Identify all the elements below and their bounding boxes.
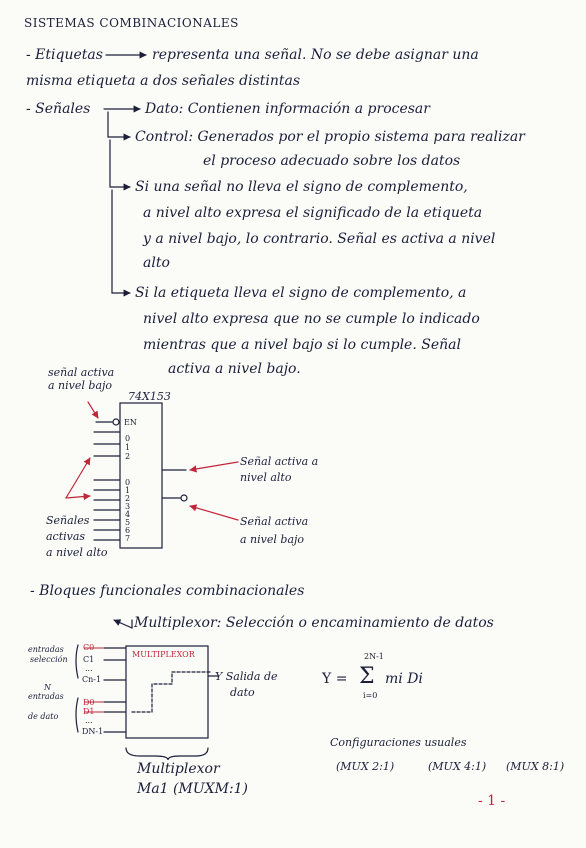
left-senales-1: Señales (46, 514, 90, 527)
pin-bottom-7: 7 (125, 534, 131, 543)
senales-control-1: Control: Generados por el propio sistema… (135, 129, 525, 145)
right-activa-bajo-1: Señal activa (240, 515, 309, 528)
block-title: MULTIPLEXOR (132, 650, 195, 659)
pin-c1: C1 (83, 655, 95, 664)
pin-bottom-6: 6 (125, 526, 131, 535)
pin-c-dots: ... (85, 664, 93, 673)
arrow-salida-alto (189, 461, 239, 473)
right-activa-bajo-2: a nivel bajo (240, 533, 305, 546)
config-item-2: (MUX 4:1) (428, 760, 487, 773)
arrow-activa-bajo (111, 189, 131, 297)
label-activa-bajo-2: a nivel bajo (48, 379, 113, 392)
senales-dato: Dato: Contienen información a procesar (145, 101, 430, 117)
formula-upper: 2N-1 (364, 652, 384, 661)
arrow-salida-bajo (189, 504, 239, 521)
arrow-input-b (65, 492, 91, 501)
arrow-activa-alto (109, 139, 131, 191)
label-n: N (44, 683, 51, 692)
activa-bajo-line-2: nivel alto expresa que no se cumple lo i… (143, 311, 480, 327)
activa-alto-line-2: a nivel alto expresa el significado de l… (143, 205, 483, 221)
pin-top-2: 2 (125, 452, 131, 461)
activa-alto-line-4: alto (143, 255, 170, 271)
left-senales-3: a nivel alto (46, 546, 108, 559)
pin-bottom-2: 2 (125, 494, 131, 503)
config-item-3: (MUX 8:1) (506, 760, 565, 773)
formula-sigma: Σ (359, 664, 375, 689)
chip-en: EN (124, 418, 137, 427)
formula-lhs: Y = (322, 671, 348, 687)
pin-bottom-0: 0 (125, 478, 131, 487)
pin-bottom-1: 1 (125, 486, 131, 495)
arrow-input-a (65, 457, 91, 499)
arrow-enable (87, 401, 99, 419)
mux-block (125, 645, 209, 739)
activa-bajo-line-4: activa a nivel bajo. (168, 361, 301, 377)
entradas-sel-2: selección (30, 655, 68, 664)
senales-label: - Señales (26, 101, 91, 117)
activa-alto-line-3: y a nivel bajo, lo contrario. Señal es a… (143, 231, 496, 247)
entradas-dato-1: entradas (28, 692, 64, 701)
page-title: SISTEMAS COMBINACIONALES (24, 16, 239, 30)
entradas-dato-2: de dato (28, 712, 59, 721)
bloques-label: - Bloques funcionales combinacionales (30, 583, 305, 599)
pin-top-0: 0 (125, 434, 131, 443)
label-activa-bajo-1: señal activa (48, 366, 115, 379)
activa-bajo-line-1: Si la etiqueta lleva el signo de complem… (135, 285, 467, 301)
left-senales-2: activas (46, 530, 86, 543)
pin-bottom-3: 3 (125, 502, 131, 511)
formula-lower: i=0 (363, 691, 378, 700)
config-item-1: (MUX 2:1) (336, 760, 395, 773)
page-number: - 1 - (478, 793, 506, 809)
etiquetas-label: - Etiquetas (26, 47, 103, 63)
chip-name: 74X153 (128, 390, 171, 403)
senales-control-2: el proceso adecuado sobre los datos (203, 153, 461, 169)
pin-bottom-4: 4 (125, 510, 131, 519)
configuraciones-label: Configuraciones usuales (330, 736, 467, 749)
salida-2: dato (230, 686, 255, 699)
activa-alto-line-1: Si una señal no lleva el signo de comple… (135, 179, 468, 195)
activa-bajo-line-3: mientras que a nivel bajo si lo cumple. … (143, 337, 461, 353)
etiquetas-line-2: misma etiqueta a dos señales distintas (26, 73, 301, 89)
caption-1: Multiplexor (137, 761, 220, 777)
right-activa-alto-1: Señal activa a (240, 455, 319, 468)
etiquetas-line-1: representa una señal. No se debe asignar… (152, 47, 479, 63)
pin-bottom-5: 5 (125, 518, 131, 527)
pin-top-1: 1 (125, 443, 131, 452)
bloques-mux: Multiplexor: Selección o encaminamiento … (134, 615, 494, 631)
salida-1: Y Salida de (215, 670, 278, 683)
arrow-control (107, 111, 131, 141)
entradas-sel-1: entradas (28, 645, 64, 654)
caption-2: Ma1 (MUXM:1) (137, 781, 249, 797)
pin-cn: Cn-1 (82, 675, 102, 684)
pin-dn: DN-1 (82, 727, 104, 736)
chip-body (119, 402, 163, 549)
pin-d-dots: ... (85, 716, 93, 725)
right-activa-alto-2: nivel alto (240, 471, 292, 484)
formula-term: mi Di (385, 671, 423, 687)
